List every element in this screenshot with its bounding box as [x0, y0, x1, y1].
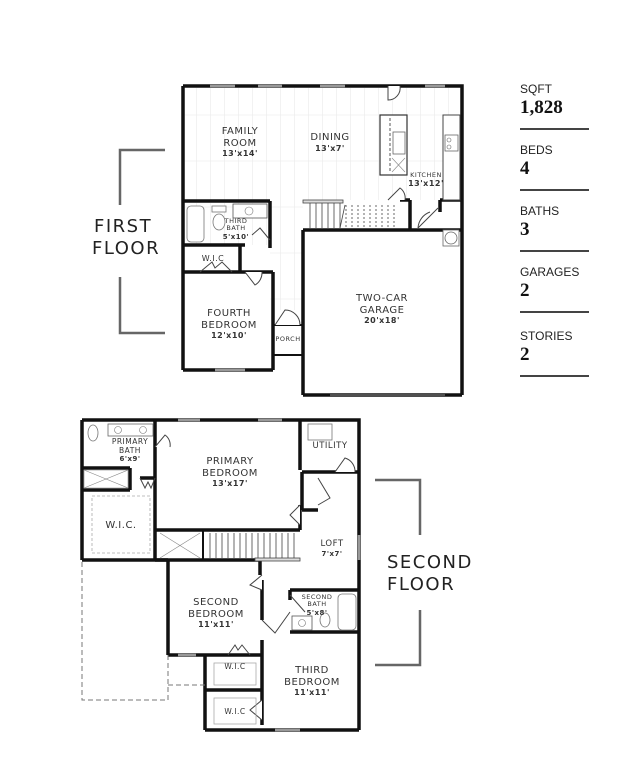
room-name: BEDROOM: [284, 676, 340, 688]
room-third-bedroom: THIRD BEDROOM 11'x11': [272, 665, 352, 697]
room-name: LOFT: [320, 539, 344, 549]
room-name: SECOND: [301, 593, 333, 601]
room-name: PORCH: [275, 335, 301, 343]
room-dimensions: 13'x12': [408, 179, 444, 189]
room-wic-a: W.I.C: [215, 662, 255, 672]
room-name: DINING: [310, 132, 350, 143]
room-dining: DINING 13'x7': [295, 132, 365, 153]
room-name: BEDROOM: [202, 467, 258, 479]
second-floor-bracket: [375, 478, 422, 667]
room-wic: W.I.C: [193, 254, 233, 263]
room-primary-wic: W.I.C.: [95, 520, 147, 532]
stat-label: GARAGES: [520, 265, 580, 279]
first-floor-label-line1: FIRST: [94, 216, 153, 237]
stat-stories: STORIES 2: [520, 329, 590, 390]
stat-label: SQFT: [520, 82, 552, 96]
room-primary-bedroom: PRIMARY BEDROOM 13'x17': [190, 456, 270, 488]
stat-label: BEDS: [520, 143, 553, 157]
divider: [520, 375, 589, 377]
room-porch: PORCH: [274, 335, 302, 343]
room-dimensions: 12'x10': [211, 331, 247, 340]
room-name: W.I.C: [224, 707, 246, 716]
room-utility: UTILITY: [304, 441, 356, 452]
stat-value: 4: [520, 158, 530, 179]
room-third-bath: THIRD BATH 5'x10': [218, 217, 254, 241]
room-name: GARAGE: [359, 304, 405, 316]
stat-beds: BEDS 4: [520, 143, 590, 204]
divider: [520, 189, 589, 191]
room-name: BATH: [226, 224, 246, 233]
room-dimensions: 13'x17': [212, 479, 248, 488]
room-dimensions: 7'x7': [321, 549, 343, 558]
room-name: W.I.C: [224, 662, 246, 671]
room-name: SECOND: [193, 597, 239, 608]
room-name: THIRD: [295, 665, 329, 676]
room-name: FOURTH: [207, 308, 251, 319]
room-name: PRIMARY: [111, 437, 149, 446]
room-name: UTILITY: [312, 441, 348, 451]
room-dimensions: 6'x9': [119, 455, 141, 464]
divider: [520, 250, 589, 252]
room-dimensions: 5'x10': [222, 232, 250, 241]
room-fourth-bedroom: FOURTH BEDROOM 12'x10': [190, 308, 268, 340]
room-dimensions: 13'x7': [315, 143, 345, 153]
room-kitchen: KITCHEN 13'x12': [406, 171, 446, 189]
first-floor-label: FIRST FLOOR: [92, 216, 160, 259]
stat-label: STORIES: [520, 329, 573, 343]
room-dimensions: 11'x11': [294, 688, 330, 697]
room-dimensions: 13'x14': [222, 149, 258, 158]
room-two-car-garage: TWO-CAR GARAGE 20'x18': [340, 293, 424, 325]
stat-sqft: SQFT 1,828: [520, 82, 590, 143]
first-floor-label-line2: FLOOR: [92, 237, 161, 259]
room-name: W.I.C.: [105, 520, 137, 531]
stat-label: BATHS: [520, 204, 560, 218]
second-floor-label-line2: FLOOR: [387, 573, 456, 595]
stat-value: 2: [520, 344, 530, 365]
room-name: PRIMARY: [206, 456, 254, 467]
room-dimensions: 20'x18': [364, 316, 400, 325]
divider: [520, 311, 589, 313]
first-floor-bracket: [118, 148, 165, 335]
stat-garages: GARAGES 2: [520, 265, 590, 326]
room-name: FAMILY: [221, 126, 259, 137]
second-floor-label-line1: SECOND: [387, 552, 473, 573]
room-loft: LOFT 7'x7': [312, 539, 352, 558]
room-second-bedroom: SECOND BEDROOM 11'x11': [176, 597, 256, 629]
second-floor-label: SECOND FLOOR: [387, 552, 473, 595]
room-name: BATH: [307, 600, 327, 609]
room-name: THIRD: [224, 217, 248, 225]
stat-value: 1,828: [520, 97, 563, 118]
second-floor-plan: [80, 418, 361, 732]
room-name: W.I.C: [201, 254, 225, 263]
room-wic-b: W.I.C: [215, 707, 255, 717]
room-dimensions: 5'x8': [306, 608, 328, 617]
room-name: BEDROOM: [201, 319, 257, 331]
stat-value: 2: [520, 280, 530, 301]
divider: [520, 128, 589, 130]
room-name: BEDROOM: [188, 608, 244, 620]
first-floor-plan: [181, 84, 464, 397]
stat-baths: BATHS 3: [520, 204, 590, 265]
room-name: KITCHEN: [410, 171, 442, 179]
stat-value: 3: [520, 219, 530, 240]
room-name: ROOM: [223, 137, 257, 149]
room-name: BATH: [119, 445, 141, 455]
room-primary-bath: PRIMARY BATH 6'x9': [108, 437, 152, 464]
home-stats-panel: SQFT 1,828 BEDS 4 BATHS 3 GARAGES 2 STOR…: [520, 82, 590, 390]
room-name: TWO-CAR: [355, 293, 409, 304]
room-family-room: FAMILY ROOM 13'x14': [205, 126, 275, 158]
room-dimensions: 11'x11': [198, 620, 234, 629]
room-second-bath: SECOND BATH 5'x8': [300, 593, 334, 617]
